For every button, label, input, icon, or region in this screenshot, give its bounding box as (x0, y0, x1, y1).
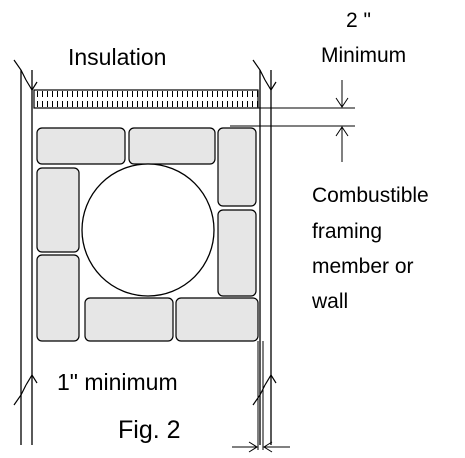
top-clearance-label-line2: Minimum (321, 44, 406, 67)
block-right-lower (217, 209, 257, 297)
block-top-right (128, 127, 216, 165)
block-left-upper (36, 167, 80, 253)
insulation-label: Insulation (68, 44, 166, 70)
top-clearance-label-line1: 2 " (346, 9, 371, 32)
left-wall (13, 59, 38, 445)
block-bottom-right (175, 297, 259, 342)
block-top-left (36, 127, 126, 165)
chimney-blocks (36, 127, 259, 342)
bottom-clearance-dimension (232, 341, 290, 453)
framing-label-line2: framing (312, 220, 382, 243)
block-left-lower (36, 254, 80, 342)
right-wall (252, 59, 277, 445)
insulation-strip (33, 89, 259, 109)
flue-liner (81, 163, 215, 297)
block-right-upper (217, 127, 257, 207)
framing-label-line3: member or (312, 255, 414, 278)
bottom-clearance-label: 1" minimum (57, 369, 178, 395)
block-bottom-left (84, 297, 174, 342)
framing-label-line4: wall (311, 290, 348, 313)
top-clearance-dimension (230, 80, 355, 162)
framing-label-line1: Combustible (312, 184, 429, 207)
figure-caption: Fig. 2 (118, 416, 181, 444)
